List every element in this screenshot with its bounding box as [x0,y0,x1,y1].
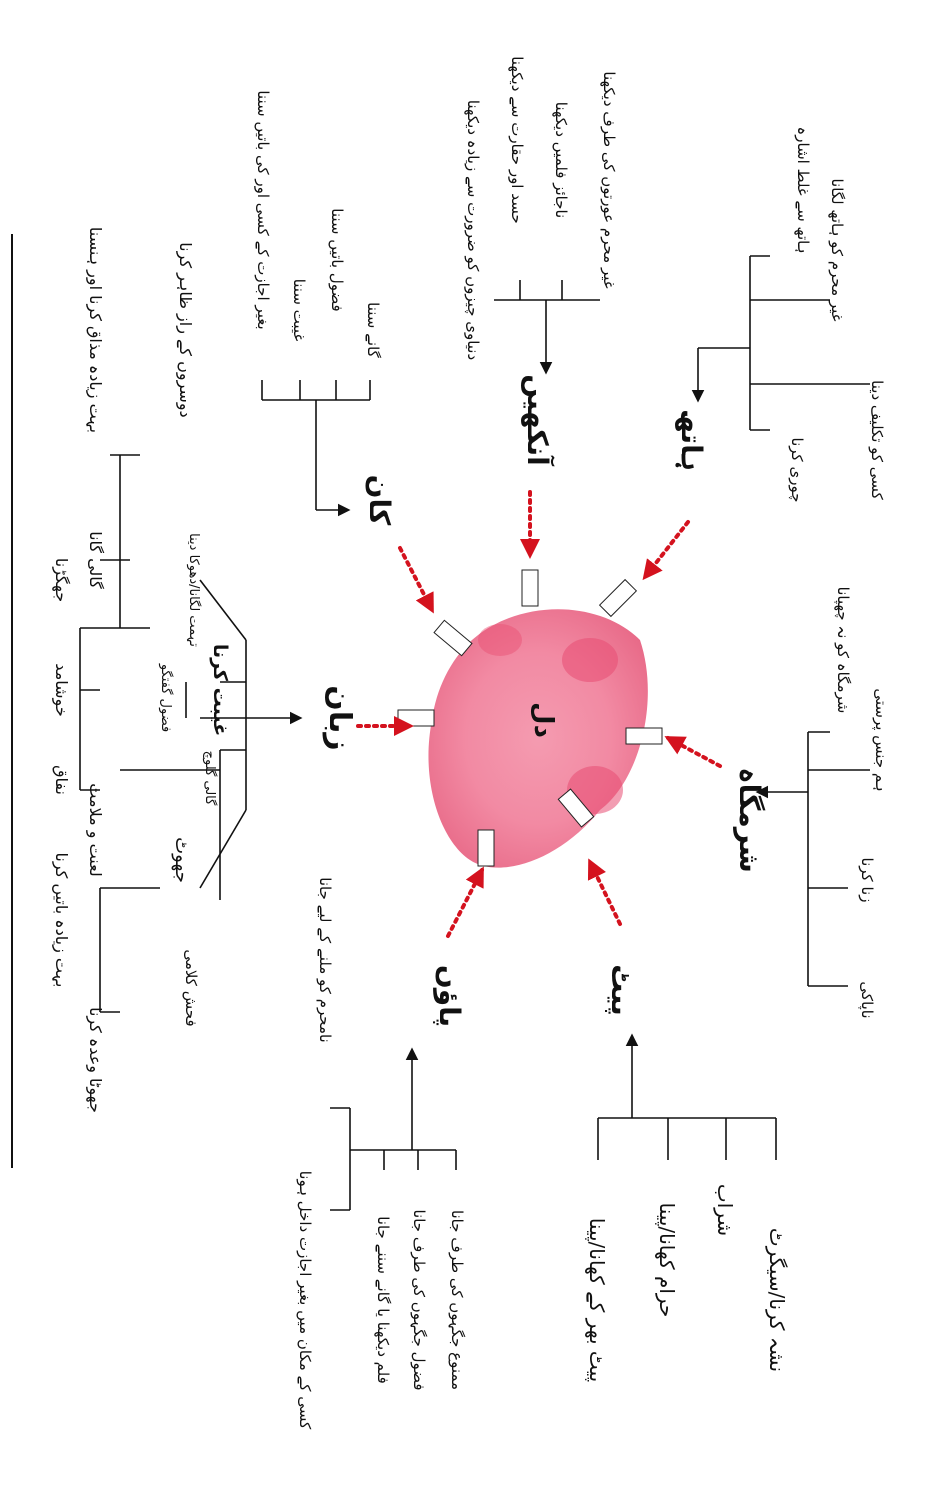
sharamgah-item-3: ناپاکی [857,981,876,1018]
sharamgah-item-0: شرمگاہ کو نہ چھپانا [833,587,852,714]
heart-shape [397,569,663,868]
zaban-item-4: فحش کلامی [182,949,200,1026]
zaban-highlight: غیبت کرنا [209,644,231,736]
aankhein-item-3: غیر محرم عورتوں کی طرف دیکھنا [600,71,618,288]
aankhein-item-2: ناجائز فلمیں دیکھنا [552,102,570,218]
zaban-g1b-1: نفاق [52,765,71,795]
zaban-item-3: جھوٹ [171,837,192,883]
center-label: دل [528,702,558,738]
aankhein-title: آنکھیں [521,374,555,467]
vessel-3 [625,727,663,745]
sharamgah-item-1: ہم جنس پرستی [871,688,890,791]
red-arrows [356,490,722,938]
kaan-title: کان [363,475,396,526]
zaban-g1-2: بہت زیادہ مذاق کرنا اور ہنسنا [85,227,105,433]
sharamgah-title: شرمگاہ [733,767,766,873]
kaan-connectors [261,380,371,517]
sharamgah-connectors [755,731,870,987]
paon-item-2: فلم دیکھنا یا گانے سننے جانا [374,1216,392,1384]
vessel-7 [433,619,473,657]
haath-connectors [691,255,870,431]
haath-item-2: کسی کو تکلیف دینا [868,380,886,501]
zaban-g1b-0: خوشامد [51,663,71,716]
paon-connectors [330,1047,457,1211]
vessel-2 [598,578,638,618]
pait-item-0: پیٹ بھر کے کھانا/پینا [584,1218,609,1382]
vessel-1 [521,569,539,607]
pait-item-1: حرام کھانا/پینا [654,1203,679,1318]
paon-title: پاؤں [433,965,466,1027]
haath-item-3: چوری کرنا [788,438,806,503]
zaban-connectors [79,454,303,1013]
pait-connectors [597,1033,777,1160]
pait-title: پیٹ [605,964,638,1016]
aankhein-item-1: حسد اور حقارت سے دیکھنا [508,56,526,224]
paon-item-3: فضول جگہوں کی طرف جانا [410,1209,428,1390]
kaan-item-2: فضول باتیں سننا [328,208,346,311]
zaban-g2-1: بہت زیادہ باتیں کرنا [51,853,71,988]
aankhein-connectors [494,280,600,375]
vessel-4 [557,788,595,828]
kaan-item-3: گانے سننا [364,302,382,358]
zaban-title: زبان [322,685,357,750]
pait-item-3: نشہ کرنا/سیگرٹ [765,1228,789,1372]
paon-item-4: ممنوع جگہوں کی طرف جانا [448,1210,466,1390]
zaban-g1-1: گالی گانا [86,531,105,589]
zaban-item-1: فضول گفتگو [158,663,174,732]
sharamgah-item-2: زنا کرنا [858,858,876,903]
kaan-item-0: بغیر اجازت کے کسی اور کی باتیں سننا [254,90,272,329]
paon-item-1: کسی کے مکان میں بغیر اجازت داخل ہونا [296,1171,314,1430]
zaban-g1c: دوسروں کے راز ظاہر کرنا [175,242,195,417]
pait-item-2: شراب [713,1184,737,1236]
zaban-g1-0: جھگڑنا [51,558,71,602]
aankhein-item-0: دنیاوی چیزوں کو ضرورت سے زیادہ دیکھنا [464,100,482,360]
zaban-item-2: گالی گلوچ [202,751,218,806]
vessel-5 [477,829,495,867]
zaban-g2-0: لعنت و ملامت [85,783,105,876]
vessel-6 [397,709,435,727]
zaban-g2-2: جھوٹا وعدہ کرنا [85,1007,105,1113]
zaban-item-0: تہمت لگانا/دھوکا دینا [186,533,202,647]
haath-item-0: ہاتھ سے غلط اشارہ [794,126,812,253]
paon-item-0: نامحرم کو ملنے کے لیے جانا [316,877,334,1042]
haath-item-1: غیر محرم کو ہاتھ لگانا [828,178,846,321]
haath-title: ہاتھ [675,409,708,471]
kaan-item-1: غیبت سننا [290,279,308,342]
